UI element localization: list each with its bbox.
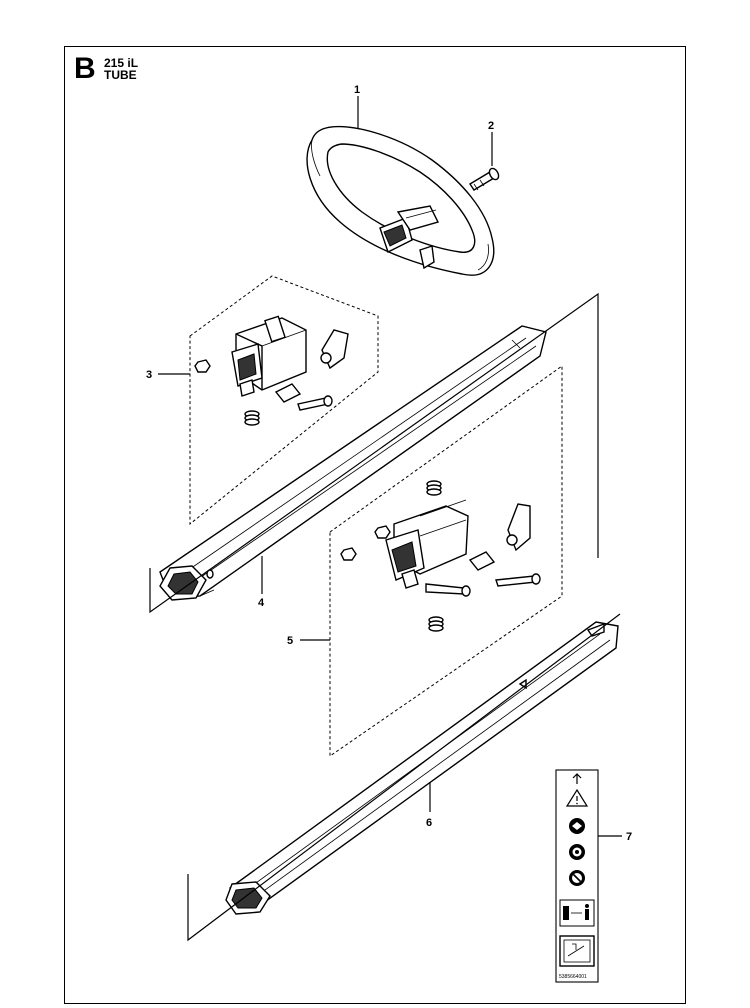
- decal-part-code: 5385664001: [559, 974, 587, 980]
- warning-triangle-icon: [565, 788, 589, 807]
- tube-bracket-kit-group: [329, 365, 563, 757]
- safety-distance-icon: [559, 899, 595, 927]
- warning-decal: 5385664001: [555, 769, 599, 983]
- section-title: TUBE: [104, 68, 137, 82]
- callout-3: 3: [146, 369, 152, 381]
- spring-bottom: [428, 616, 444, 632]
- protection-icon: [569, 844, 585, 860]
- bracket-kit-group: [189, 275, 379, 526]
- spring-small: [244, 410, 260, 426]
- callout-2: 2: [488, 120, 494, 132]
- tube-outline-6: [187, 613, 621, 942]
- model-name: 215 iL: [104, 56, 139, 70]
- prohibition-icon: [569, 870, 585, 886]
- callout-7: 7: [626, 831, 632, 843]
- spring-top: [426, 480, 442, 496]
- callout-1: 1: [354, 84, 360, 96]
- loop-handle: [306, 125, 495, 276]
- drawing-frame: [64, 46, 686, 1004]
- read-manual-icon: [569, 818, 585, 834]
- section-letter: B: [74, 52, 96, 85]
- manual-book-icon: [559, 935, 595, 967]
- tube-outline-4: [149, 292, 599, 614]
- callout-4: 4: [258, 597, 265, 609]
- callout-6: 6: [426, 817, 432, 829]
- handle-bolt: [469, 167, 500, 191]
- arrow-up-icon: [572, 773, 582, 784]
- callout-5: 5: [287, 635, 293, 647]
